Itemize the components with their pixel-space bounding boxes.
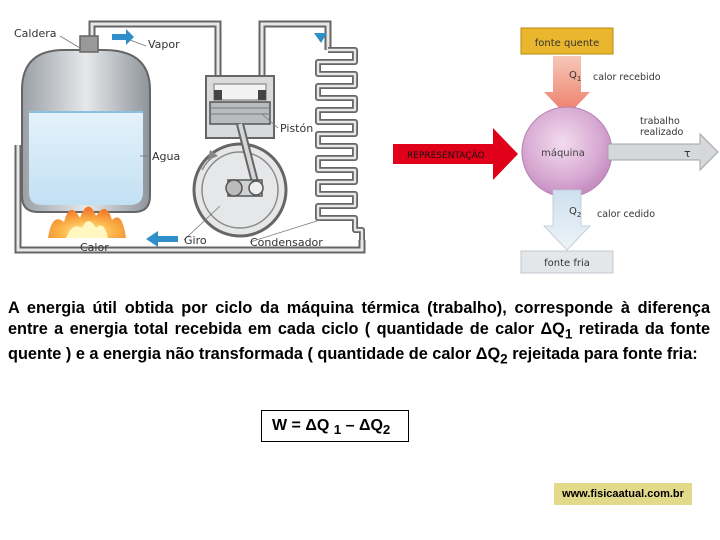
heat-engine-diagram: Caldera Vapor Pistón Agua Giro Condensad… [5, 8, 719, 278]
piston [209, 101, 271, 125]
heat-received-arrow [544, 56, 590, 116]
hot-source-label: fonte quente [535, 38, 599, 49]
heat-engine-representation: fonte quente Q1 calor recebido máquina t… [520, 27, 719, 274]
work-arrow [607, 132, 719, 172]
calor-arrow [146, 231, 178, 247]
machine-label: máquina [541, 147, 585, 159]
source-credit: www.fisicaatual.com.br [554, 483, 692, 505]
work-label-line2: realizado [640, 127, 683, 138]
explanation-paragraph: A energia útil obtida por ciclo da máqui… [8, 299, 710, 367]
fire [48, 206, 126, 238]
q1-label: Q1 [569, 70, 581, 83]
crank-wheel [192, 123, 288, 238]
representation-arrow-label: REPRESENTAÇÃO [407, 150, 485, 161]
giro-label: Giro [184, 234, 207, 247]
heat-rejected-label: calor cedido [597, 209, 655, 220]
piston-label: Pistón [280, 122, 313, 135]
work-label-line1: trabalho [640, 116, 680, 127]
steam-engine-illustration: Caldera Vapor Pistón Agua Giro Condensad… [5, 8, 390, 278]
cylinder [205, 75, 275, 139]
heat-received-label: calor recebido [593, 72, 661, 83]
cold-source-box [520, 250, 614, 274]
vapor-label: Vapor [148, 38, 180, 51]
heat-rejected-arrow [543, 189, 591, 251]
cold-source-label: fonte fria [544, 258, 590, 269]
flow-arrows [112, 29, 327, 247]
representation-arrow: REPRESENTAÇÃO [393, 128, 518, 180]
q2-label: Q2 [569, 206, 581, 219]
calor-label: Calor [80, 241, 109, 254]
condenser-arrow [314, 33, 327, 43]
vapor-arrow [112, 29, 134, 45]
condensador-label: Condensador [250, 236, 323, 249]
agua-label: Agua [152, 150, 180, 163]
caldera-label: Caldera [14, 27, 57, 40]
work-formula: W = ΔQ 1 – ΔQ2 [261, 410, 409, 442]
hot-source-box [520, 27, 614, 55]
tau-label: τ [684, 147, 691, 160]
boiler [21, 35, 151, 213]
